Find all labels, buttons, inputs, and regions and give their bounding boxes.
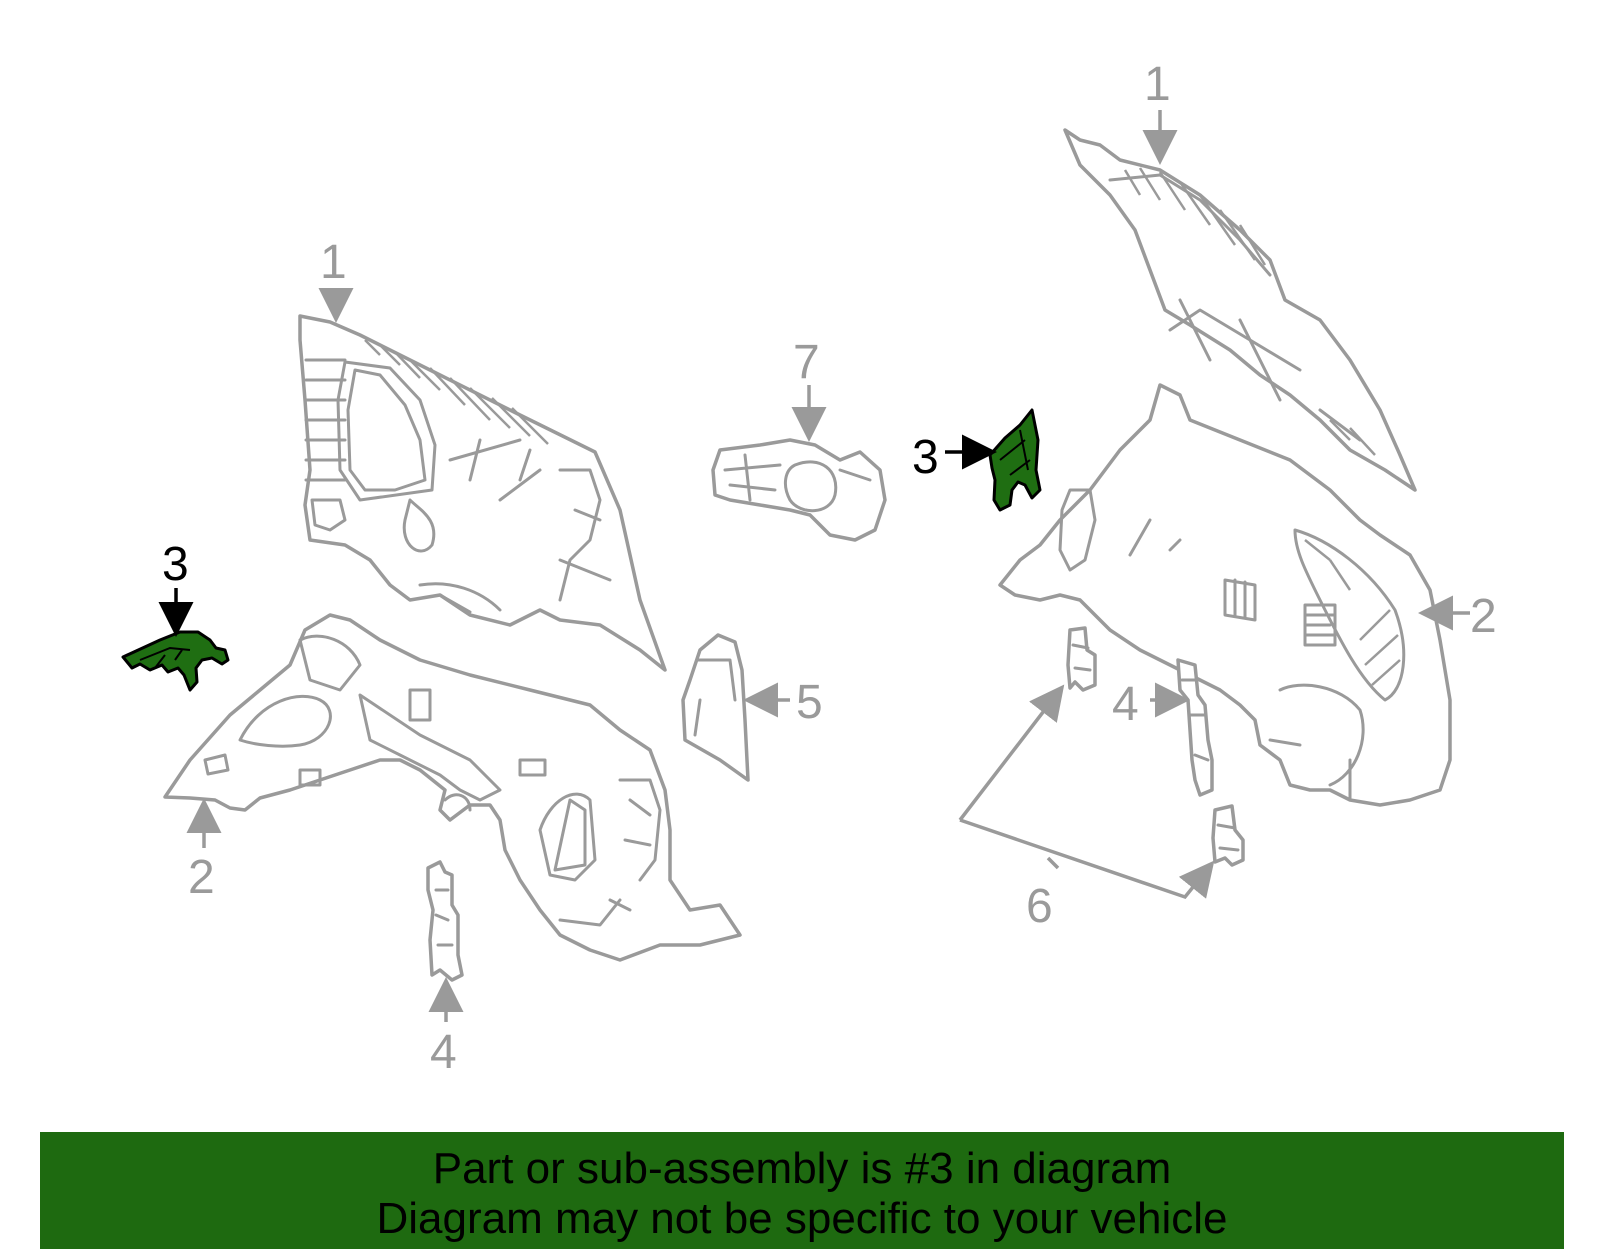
right-wheelhouse-panel-part-2 bbox=[998, 383, 1452, 807]
leader-6a bbox=[958, 684, 1065, 822]
center-bracket-part-7 bbox=[711, 438, 887, 542]
callout-right-1: 1 bbox=[1144, 58, 1171, 111]
callout-right-3: 3 bbox=[912, 431, 939, 484]
callout-left-3: 3 bbox=[162, 538, 189, 591]
bracket-lower-part-6 bbox=[1211, 804, 1245, 867]
callout-left-2: 2 bbox=[188, 851, 215, 904]
left-upper-quarter-trim-part-1 bbox=[298, 314, 667, 672]
bracket-upper-part-6 bbox=[1066, 626, 1097, 692]
left-bracket-part-3-highlighted bbox=[121, 630, 230, 692]
callout-right-2: 2 bbox=[1470, 590, 1497, 643]
callout-left-4: 4 bbox=[430, 1026, 457, 1079]
footer-banner: Part or sub-assembly is #3 in diagram Di… bbox=[40, 1132, 1564, 1249]
left-small-bracket-part-4 bbox=[426, 860, 464, 982]
leader-6b bbox=[959, 818, 1215, 900]
callout-5: 5 bbox=[796, 676, 823, 729]
footer-line-1: Part or sub-assembly is #3 in diagram bbox=[432, 1144, 1172, 1193]
footer-line-2: Diagram may not be specific to your vehi… bbox=[376, 1194, 1228, 1243]
end-panel-part-5 bbox=[681, 633, 750, 782]
callout-left-1: 1 bbox=[320, 236, 347, 289]
callout-7: 7 bbox=[793, 336, 820, 389]
right-bracket-part-3-highlighted bbox=[988, 408, 1042, 512]
leader-6-stub bbox=[1046, 856, 1060, 870]
right-upper-quarter-trim-part-1 bbox=[1063, 128, 1417, 492]
callout-6: 6 bbox=[1026, 880, 1053, 933]
callout-right-4: 4 bbox=[1112, 678, 1139, 731]
left-wheelhouse-panel-part-2 bbox=[163, 613, 742, 962]
